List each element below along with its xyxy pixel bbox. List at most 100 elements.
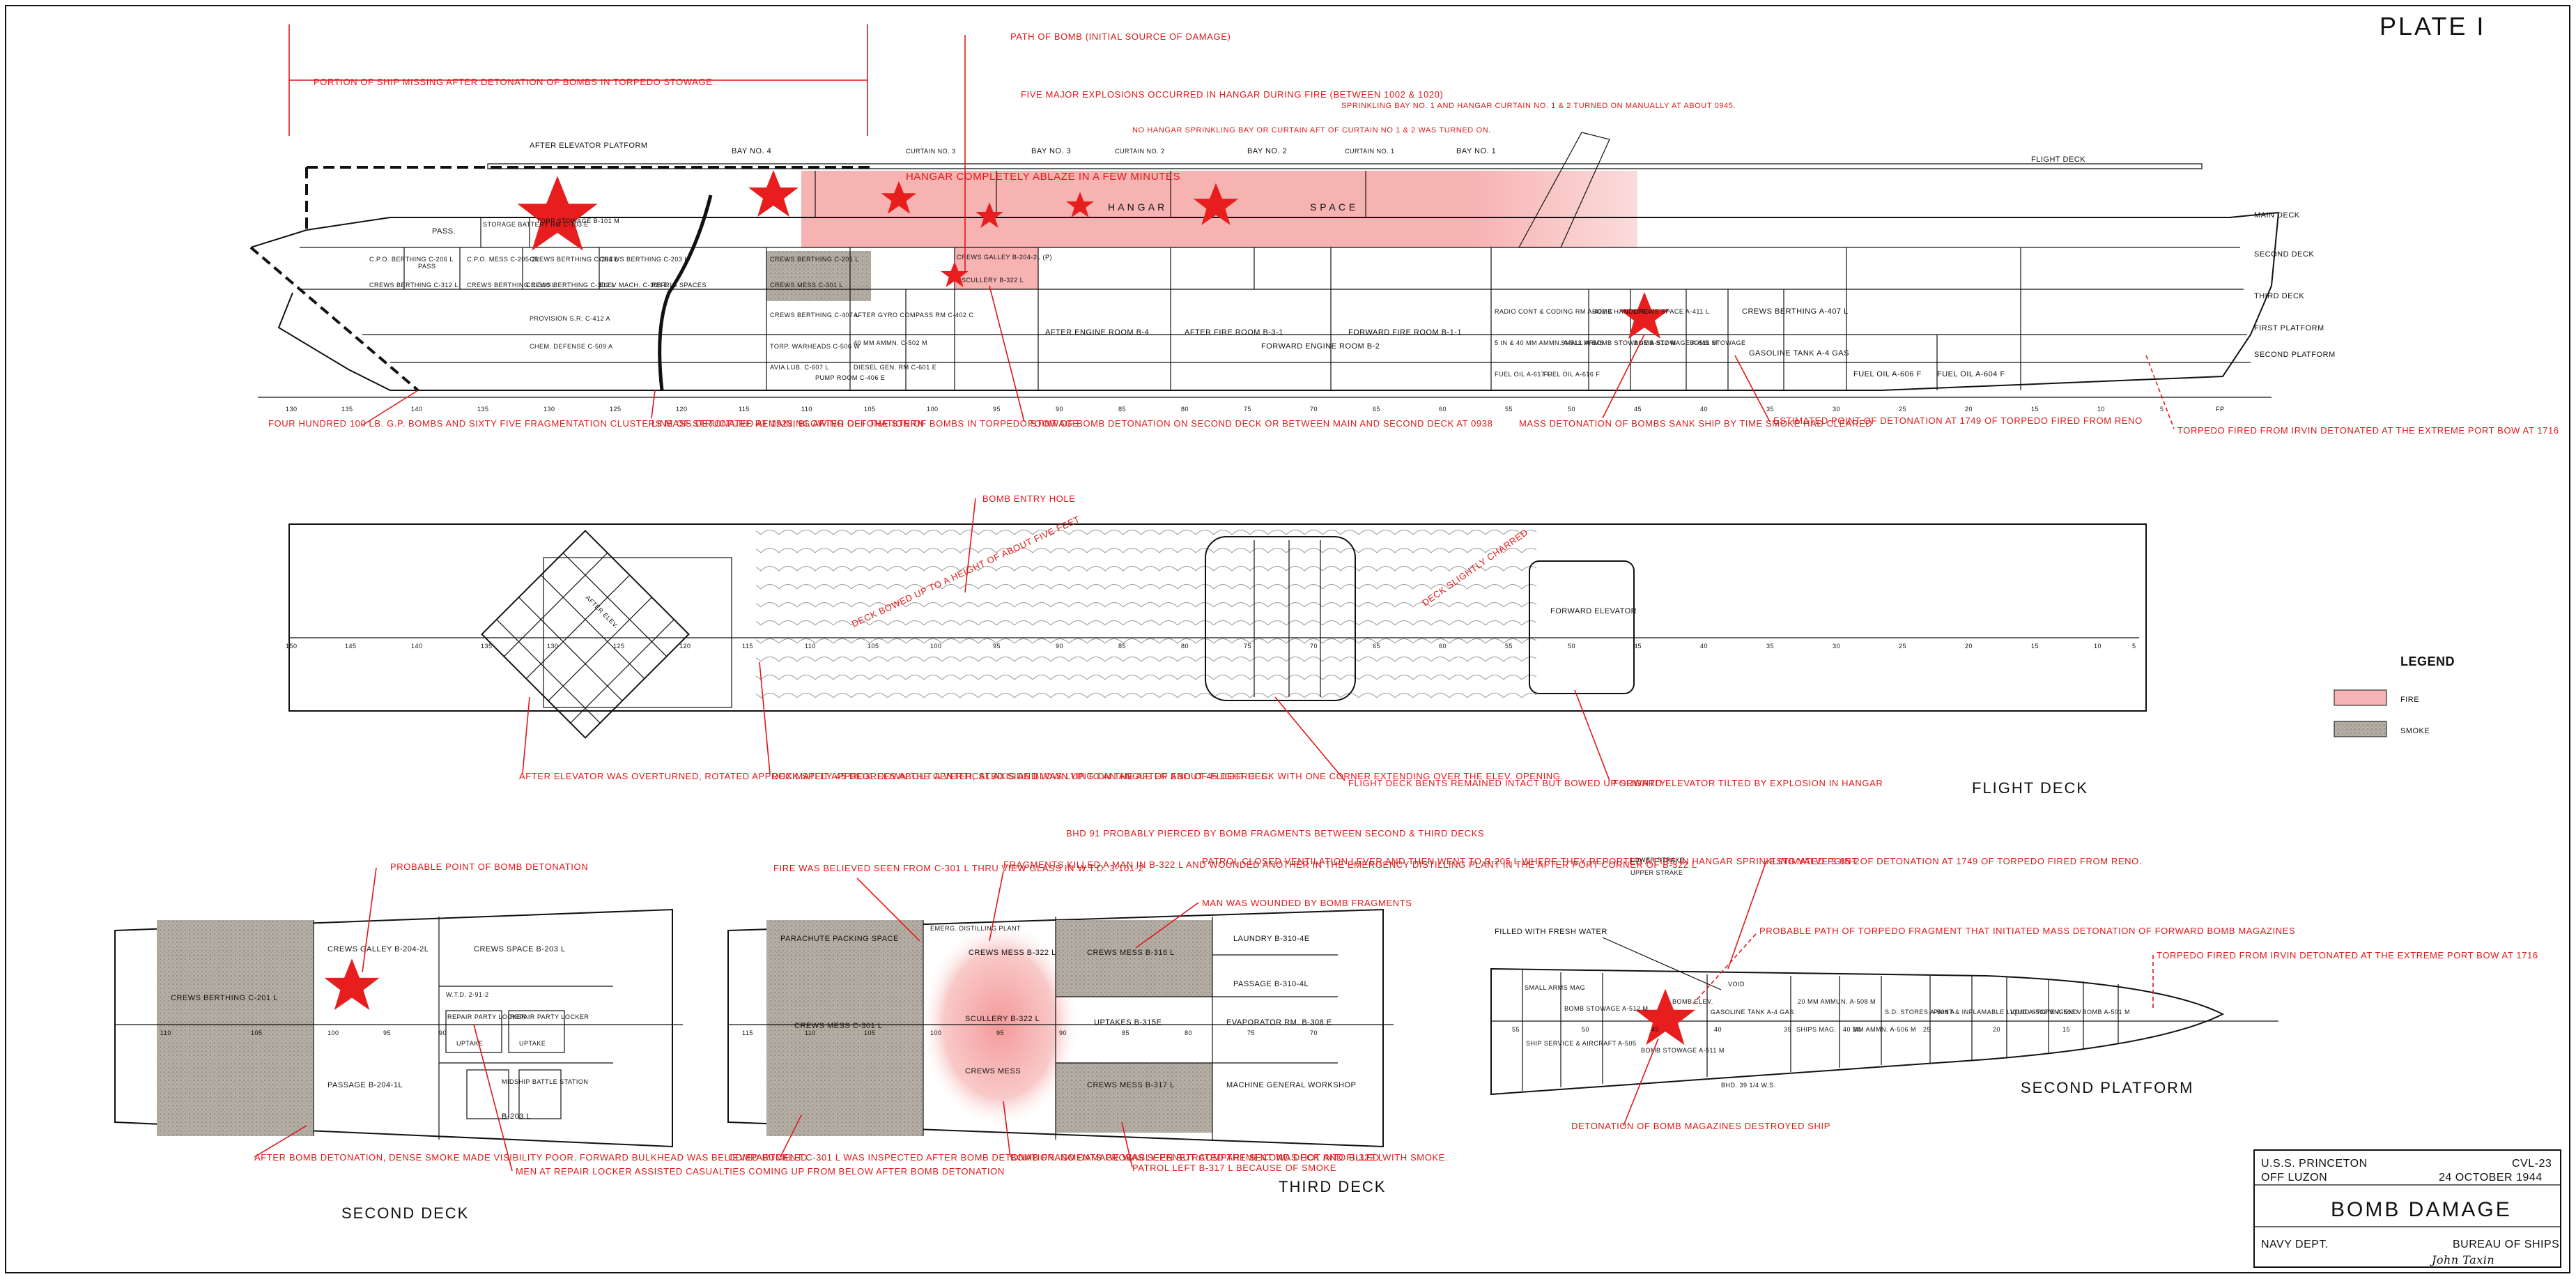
- room-label: AFTER GYRO COMPASS RM C-402 C: [854, 312, 973, 319]
- svg-text:100: 100: [930, 643, 942, 650]
- ship-location: OFF LUZON: [2261, 1172, 2327, 1184]
- room-label: MIDSHIP BATTLE STATION: [502, 1078, 588, 1085]
- profile-bulkheads: [403, 171, 2021, 390]
- galley-fire-zone: [955, 247, 1038, 289]
- room-label: CREWS GALLEY B-204-2L (P): [957, 254, 1052, 261]
- room-label: CREWS MESS B-316 L: [1087, 949, 1175, 957]
- svg-text:110: 110: [805, 1029, 816, 1036]
- missing-portion-outline: [305, 166, 871, 230]
- svg-text:95: 95: [383, 1029, 391, 1036]
- svg-text:145: 145: [345, 643, 357, 650]
- svg-text:30: 30: [1833, 406, 1840, 413]
- annotation-bhd-91: BHD 91 PROBABLY PIERCED BY BOMB FRAGMENT…: [1066, 828, 1484, 838]
- deck-label-second-platform: SECOND PLATFORM: [2254, 351, 2336, 359]
- room-label: VOID A-502 V: [2010, 1009, 2054, 1016]
- svg-text:130: 130: [547, 643, 559, 650]
- second-deck-frames: 110 105 100 95 90: [160, 1029, 447, 1036]
- annotation-line-of-structure: LINE OF STRUCTURE REMAINING AFTER DETONA…: [651, 418, 1079, 429]
- leader-line: [1003, 1101, 1011, 1158]
- third-deck-frames: 115 110 105 100 95 90 85 80 75 70: [742, 1029, 1318, 1036]
- svg-text:115: 115: [742, 643, 753, 650]
- svg-text:90: 90: [439, 1029, 447, 1036]
- star-explosion-icon: [324, 958, 380, 1011]
- leader-line: [651, 390, 656, 419]
- svg-text:105: 105: [864, 1029, 876, 1036]
- third-deck-bulkheads: [923, 917, 1338, 1140]
- svg-text:130: 130: [543, 406, 555, 413]
- leader-line: [1274, 696, 1345, 781]
- svg-text:105: 105: [251, 1029, 263, 1036]
- bent-lines: [1254, 540, 1321, 697]
- room-label: 40 MM AMMN. C-502 M: [854, 339, 927, 346]
- room-label: CREWS BERTHING C-309 L: [526, 282, 615, 289]
- legend-smoke-label: SMOKE: [2400, 727, 2430, 735]
- legend: LEGEND FIRE SMOKE: [2334, 654, 2455, 737]
- room-label: CREWS MESS B-322 L: [969, 949, 1056, 957]
- svg-text:135: 135: [477, 406, 489, 413]
- room-label: PAINT & INFLAMABLE LIQUID STORE A-503 V: [1934, 1009, 2082, 1016]
- room-label: FORWARD ENGINE ROOM B-2: [1261, 342, 1380, 351]
- svg-text:70: 70: [1310, 643, 1318, 650]
- svg-text:60: 60: [1439, 406, 1447, 413]
- damaged-deck-area: [756, 524, 1536, 711]
- annotation-deck-split: DECK SPLIT APPROX. DOWN THE CENTER, STBD…: [772, 771, 1270, 781]
- svg-text:15: 15: [2031, 643, 2039, 650]
- room-label: PARACHUTE PACKING SPACE: [780, 935, 899, 943]
- flight-deck-frame-numbers: 150 145 140 135 130 125 120 115 110 105 …: [286, 643, 2136, 650]
- room-label: CREWS GALLEY B-204-2L: [327, 945, 429, 953]
- annotation-fragments-killed: FRAGMENTS KILLED A MAN IN B-322 L AND WO…: [1003, 859, 1697, 870]
- room-label: CREWS MESS C-301 L: [794, 1022, 882, 1030]
- bureau-of-ships: BUREAU OF SHIPS: [2453, 1239, 2559, 1250]
- hangar-ablaze-label: HANGAR COMPLETELY ABLAZE IN A FEW MINUTE…: [906, 171, 1180, 183]
- room-label: BOMB STOWAGE A-511 M: [1634, 339, 1718, 346]
- svg-text:95: 95: [996, 1029, 1004, 1036]
- annotation-forward-elevator-tilted: FORWARD ELEVATOR TILTED BY EXPLOSION IN …: [1613, 778, 1883, 788]
- svg-text:115: 115: [739, 406, 750, 413]
- legend-fire-label: FIRE: [2400, 696, 2419, 704]
- annotation-probable-bomb-detonation: PROBABLE POINT OF BOMB DETONATION: [390, 861, 588, 872]
- room-label: CREWS MESS C-301 L: [770, 282, 843, 289]
- upper-strake-label: UPPER STRAKE: [1630, 869, 1683, 876]
- room-label: EVAPORATOR RM. B-308 E: [1226, 1018, 1332, 1027]
- leader-line: [1135, 902, 1199, 949]
- svg-text:100: 100: [327, 1029, 339, 1036]
- forward-elevator-label: FORWARD ELEVATOR: [1550, 607, 1637, 615]
- leader-line: [1734, 355, 1771, 422]
- room-label: AVIA LUB. C-607 L: [770, 364, 829, 371]
- room-label: SMALL ARMS: [1561, 339, 1604, 346]
- third-deck-smoke-fwd-bottom: [1056, 1063, 1212, 1133]
- room-label: PUMP ROOM C-406 E: [815, 374, 885, 381]
- room-label: C.P.O. BERTHING C-206 L: [369, 256, 454, 263]
- svg-text:95: 95: [993, 406, 1001, 413]
- hangar-label: H A N G A R: [1108, 201, 1165, 213]
- bay-3-label: BAY NO. 3: [1031, 147, 1071, 155]
- room-label: CHEM. DEFENSE C-509 A: [530, 343, 613, 350]
- room-label: PASS.: [432, 227, 456, 236]
- svg-text:150: 150: [286, 643, 298, 650]
- annotation-repair-locker: MEN AT REPAIR LOCKER ASSISTED CASUALTIES…: [516, 1166, 1005, 1177]
- hull-outline: [277, 212, 2279, 391]
- svg-text:55: 55: [1505, 406, 1513, 413]
- room-label: BOMB ELEV.: [1672, 998, 1713, 1005]
- leader-line: [522, 696, 530, 774]
- bowed-flight-deck-bents: [1205, 536, 1356, 701]
- second-platform-plan: FILLED WITH FRESH WATER LOWER STRAKE UPP…: [1490, 856, 2538, 1131]
- room-label: EMERG. DISTILLING PLANT: [930, 925, 1021, 932]
- svg-text:115: 115: [742, 1029, 753, 1036]
- room-label: RADIO CONT & CODING RM A-402 C: [1495, 308, 1613, 315]
- room-label: CREWS BERTHING C-204 L: [530, 256, 619, 263]
- room-label: ELEV MACH. C-308 E: [599, 282, 668, 289]
- lower-strake-label: LOWER STRAKE: [1630, 857, 1685, 864]
- leader-line: [1121, 1121, 1133, 1168]
- room-label: TORP STOWAGE B-101 M: [537, 217, 619, 224]
- room-label: B-203 L: [502, 1112, 531, 1121]
- second-platform-frames: 55 50 45 40 35 30 25 20 15: [1512, 1026, 2070, 1033]
- svg-text:50: 50: [1568, 406, 1575, 413]
- profile-smoke-zone: [766, 251, 871, 301]
- svg-text:120: 120: [676, 406, 688, 413]
- room-label: SHIPS MAG.: [1796, 1026, 1837, 1033]
- plate-border: [5, 5, 2570, 1273]
- deck-label-second: SECOND DECK: [2254, 250, 2314, 259]
- annotation-five-explosions: FIVE MAJOR EXPLOSIONS OCCURRED IN HANGAR…: [1021, 89, 1443, 100]
- leader-line: [856, 878, 920, 942]
